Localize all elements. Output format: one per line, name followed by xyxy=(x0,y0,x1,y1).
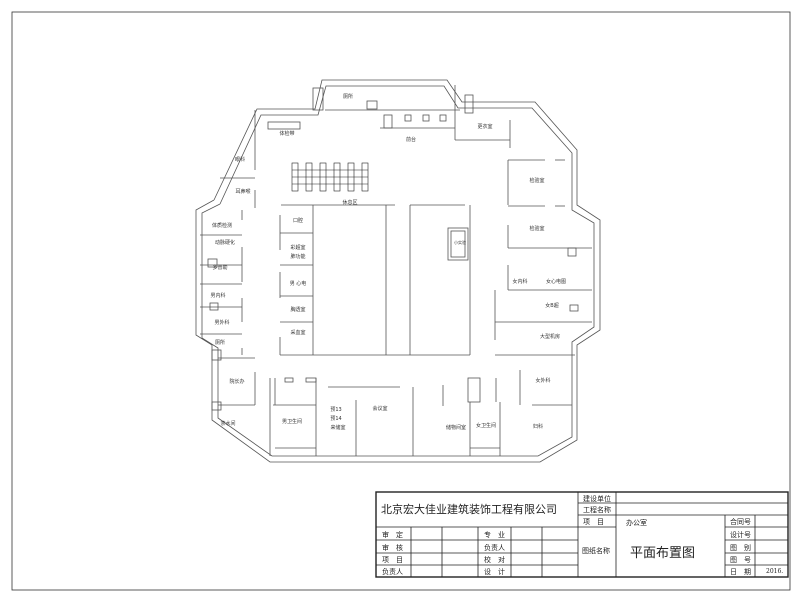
room-label: 胸透室 xyxy=(290,307,306,313)
project-name-label: 工程名称 xyxy=(583,506,611,514)
inner-wall xyxy=(201,85,595,457)
category-label: 图 别 xyxy=(730,544,751,552)
client-label: 建设单位 xyxy=(583,495,611,503)
design-no-label: 设计号 xyxy=(730,531,751,539)
room-label: 检验室 xyxy=(529,178,545,184)
room-label: 大型机房 xyxy=(539,334,561,340)
room-label: 耳鼻喉 xyxy=(235,189,251,195)
drawing-name-label: 图纸名称 xyxy=(582,547,610,555)
room-label: 储物间室 xyxy=(445,425,467,431)
review-label: 审 核 xyxy=(382,544,403,552)
room-label: 前台 xyxy=(405,137,417,143)
room-label: 女内科 xyxy=(512,279,528,285)
discipline-label: 专 业 xyxy=(484,531,505,539)
room-label: 口腔 xyxy=(292,218,304,224)
title-block-frame xyxy=(375,491,789,578)
room-label: 男卫生间 xyxy=(281,419,303,425)
room-label: 妇科 xyxy=(532,424,544,430)
project-label: 项 目 xyxy=(382,556,403,564)
seating-rows xyxy=(291,162,369,192)
room-label: 动脉硬化 xyxy=(214,240,236,246)
room-label: 休息区 xyxy=(342,200,358,206)
drawing-border xyxy=(11,11,791,591)
item-label: 项 目 xyxy=(583,518,604,526)
room-label: 眼科 xyxy=(234,157,246,163)
item-value: 办公室 xyxy=(626,519,647,527)
drawing-name: 平面布置图 xyxy=(630,546,696,561)
room-label: 男内科 xyxy=(210,293,226,299)
date-label: 日 期 xyxy=(730,568,751,576)
room-label: 预14 xyxy=(330,416,342,422)
room-label: 茶水间 xyxy=(220,421,236,427)
room-label: 女卫生间 xyxy=(475,423,497,429)
sheet-no-label: 图 号 xyxy=(730,556,751,564)
room-label: 女心电图 xyxy=(545,279,567,285)
room-label: 肺功能 xyxy=(290,254,306,260)
room-label: 更衣室 xyxy=(477,124,493,130)
room-label: 来储室 xyxy=(330,425,346,431)
lead-label: 负责人 xyxy=(382,568,403,576)
room-label: 院长办 xyxy=(229,379,245,385)
room-label: 彩超室 xyxy=(290,245,306,251)
discipline-lead-label: 负责人 xyxy=(484,544,505,552)
room-label: 会议室 xyxy=(372,406,388,412)
room-label: 预13 xyxy=(330,407,342,413)
room-label: 男 心电 xyxy=(289,281,307,287)
room-label: 女外科 xyxy=(535,378,551,384)
contract-no-label: 合同号 xyxy=(730,518,751,526)
room-label: 多普勒 xyxy=(212,265,228,271)
room-label: 厕所 xyxy=(342,94,354,100)
room-label: 女B超 xyxy=(545,303,559,309)
room-label: 体质检测 xyxy=(211,223,233,229)
room-label: 检验室 xyxy=(529,226,545,232)
check-label: 校 对 xyxy=(484,556,505,564)
company-name: 北京宏大佳业建筑装饰工程有限公司 xyxy=(381,503,557,516)
approve-label: 审 定 xyxy=(382,531,403,539)
room-label: 小实验 xyxy=(454,240,466,245)
room-label: 男外科 xyxy=(214,320,230,326)
room-label: 采血室 xyxy=(290,330,306,336)
room-label: 厕所 xyxy=(214,340,226,346)
room-label: 体检带 xyxy=(279,131,295,137)
date-value: 2016. xyxy=(766,568,784,575)
design-label: 设 计 xyxy=(484,568,505,576)
